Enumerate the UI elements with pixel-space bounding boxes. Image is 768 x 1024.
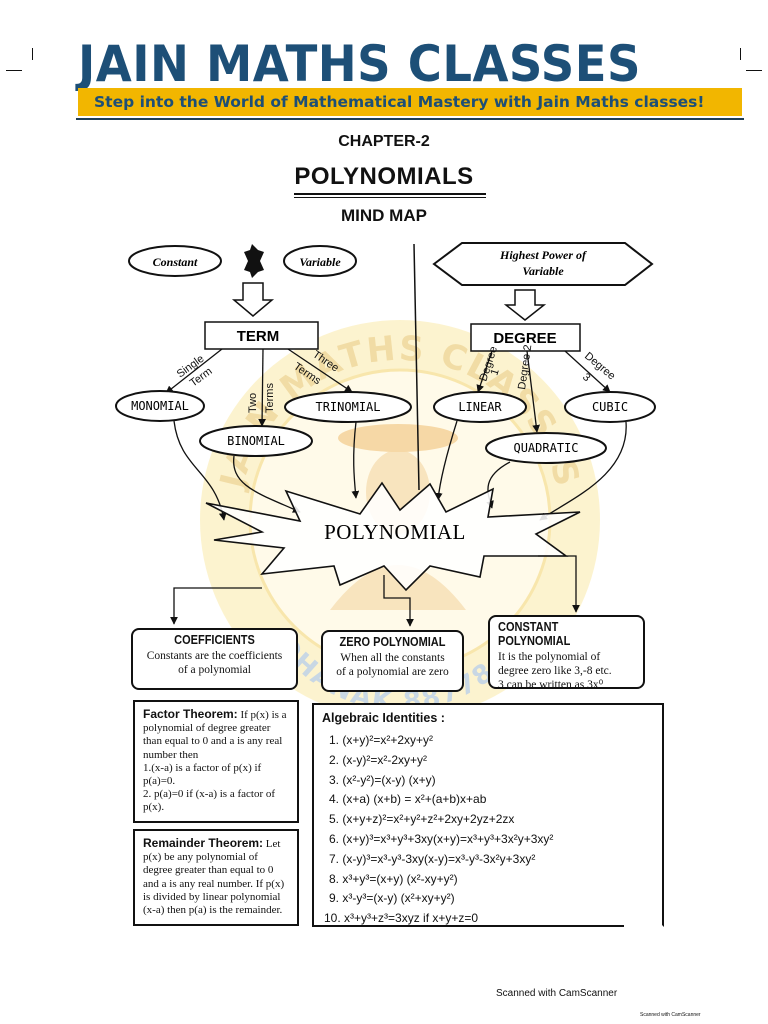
chapter-label: CHAPTER-2 — [338, 133, 430, 150]
edge-label-two-2: Terms — [264, 383, 276, 413]
zero-polynomial-title: ZERO POLYNOMIAL — [339, 635, 446, 649]
cubic-node — [564, 391, 656, 423]
constant-polynomial-line1: It is the polynomial of — [498, 651, 601, 663]
identity-item: 2. (x-y)²=x²-2xy+y² — [329, 752, 428, 767]
edge-polynomial-coefficients — [170, 587, 262, 625]
multiply-symbol — [244, 244, 264, 278]
factor-theorem-point1: 1.(x-a) is a factor of p(x) if p(a)=0. — [143, 761, 262, 788]
coefficients-line2: of a polynomial — [178, 664, 251, 676]
highest-power-line1: Highest Power of — [499, 248, 587, 262]
edge-label-deg3-2: 3 — [580, 371, 592, 384]
highest-power-line2: Variable — [522, 264, 564, 278]
edge-polynomial-zero — [383, 575, 414, 627]
title-underline — [294, 197, 486, 198]
edge-trinomial-polynomial — [351, 421, 360, 499]
identity-item: 10. x³+y³+z³=3xyz if x+y+z=0 — [324, 911, 479, 926]
edge-term-binomial — [258, 348, 266, 427]
identity-item: 9. x³-y³=(x-y) (x²+xy+y²) — [329, 891, 455, 906]
coefficients-box: COEFFICIENTS Constants are the coefficie… — [131, 628, 298, 690]
identities-bottom-border — [312, 925, 624, 927]
zero-polynomial-line2: of a polynomial are zero — [336, 666, 449, 678]
crop-mark — [6, 70, 22, 71]
crop-mark — [740, 48, 741, 60]
edge-label-deg1-2: 1 — [488, 367, 501, 377]
constant-polynomial-line3: 3 can be written as 3x⁰ — [498, 679, 604, 691]
identity-item: 1. (x+y)²=x²+2xy+y² — [329, 733, 434, 747]
factor-theorem-box: Factor Theorem: If p(x) is a polynomial … — [133, 700, 299, 823]
coefficients-line1: Constants are the coefficients — [146, 650, 283, 662]
monomial-label: MONOMIAL — [131, 399, 189, 413]
down-arrow-icon — [503, 289, 547, 321]
constant-label: Constant — [153, 255, 198, 269]
degree-node — [470, 323, 581, 352]
identity-item: 8. x³+y³=(x+y) (x²-xy+y²) — [329, 871, 458, 886]
constant-node — [128, 245, 222, 277]
cubic-label: CUBIC — [592, 400, 628, 414]
center-divider — [413, 243, 420, 491]
crop-mark — [32, 48, 33, 60]
binomial-label: BINOMIAL — [227, 434, 285, 448]
term-node — [204, 321, 319, 350]
page-title: POLYNOMIALS — [294, 163, 474, 190]
down-arrow-icon — [231, 282, 275, 317]
remainder-theorem-heading: Remainder Theorem: — [143, 836, 264, 850]
zero-polynomial-line1: When all the constants — [340, 652, 445, 664]
crop-mark — [746, 70, 762, 71]
remainder-theorem-box: Remainder Theorem: Let p(x) be any polyn… — [133, 829, 299, 926]
header-divider — [76, 118, 744, 120]
polynomial-label: POLYNOMIAL — [324, 520, 466, 544]
term-label: TERM — [237, 328, 280, 345]
identity-item: 3. (x²-y²)=(x-y) (x+y) — [329, 772, 436, 787]
tagline-banner: Step into the World of Mathematical Mast… — [78, 88, 742, 116]
title-underline — [294, 193, 486, 195]
edge-label-two-1: Two — [247, 393, 259, 413]
degree-label: DEGREE — [493, 330, 556, 347]
factor-theorem-point2: 2. p(a)=0 if (x-a) is a factor of p(x). — [143, 788, 276, 814]
identity-item: 6. (x+y)³=x³+y³+3xy(x+y)=x³+y³+3x²y+3xy² — [329, 831, 554, 846]
edge-degree-cubic — [564, 350, 611, 393]
linear-label: LINEAR — [458, 400, 502, 414]
scanner-credit: Scanned with CamScanner — [496, 988, 618, 999]
variable-label: Variable — [299, 255, 341, 269]
brand-title: JAIN MATHS CLASSES — [78, 35, 641, 93]
quadratic-label: QUADRATIC — [513, 441, 578, 455]
identity-item: 5. (x+y+z)²=x²+y²+z²+2xy+2yz+2zx — [329, 812, 515, 827]
constant-polynomial-line2: degree zero like 3,-8 etc. — [498, 665, 612, 677]
constant-polynomial-title: CONSTANT POLYNOMIAL — [498, 620, 571, 648]
binomial-node — [199, 425, 313, 457]
edge-term-trinomial — [287, 348, 353, 393]
edge-binomial-polynomial — [233, 455, 301, 513]
edge-degree-linear — [476, 350, 493, 393]
identities-heading: Algebraic Identities : — [322, 711, 445, 725]
identity-item: 7. (x-y)³=x³-y³-3xy(x-y)=x³-y³-3x²y+3xy² — [329, 851, 536, 866]
coefficients-title: COEFFICIENTS — [174, 633, 255, 647]
quadratic-node — [485, 432, 607, 464]
edge-term-monomial — [165, 348, 223, 394]
edge-polynomial-constant — [538, 555, 580, 613]
factor-theorem-intro: If p(x) is a polynomial of degree greate… — [143, 709, 287, 761]
identity-item: 4. (x+a) (x+b) = x²+(a+b)x+ab — [329, 792, 487, 807]
edge-degree-quadratic — [526, 350, 541, 433]
highest-power-node — [432, 242, 654, 286]
monomial-node — [115, 390, 205, 422]
variable-node — [283, 245, 357, 277]
linear-node — [433, 391, 527, 423]
identities-box: Algebraic Identities : 1. (x+y)²=x²+2xy+… — [312, 703, 664, 927]
trinomial-node — [284, 391, 412, 423]
edge-linear-polynomial — [434, 420, 458, 501]
remainder-theorem-body: Let p(x) be any polynomial of degree gre… — [143, 838, 285, 917]
factor-theorem-heading: Factor Theorem: — [143, 707, 238, 721]
scanner-credit-small: Scanned with CamScanner — [640, 1012, 701, 1018]
section-subtitle: MIND MAP — [341, 206, 427, 225]
constant-polynomial-box: CONSTANT POLYNOMIAL It is the polynomial… — [488, 615, 645, 691]
trinomial-label: TRINOMIAL — [315, 400, 380, 414]
zero-polynomial-box: ZERO POLYNOMIAL When all the constants o… — [321, 630, 464, 692]
